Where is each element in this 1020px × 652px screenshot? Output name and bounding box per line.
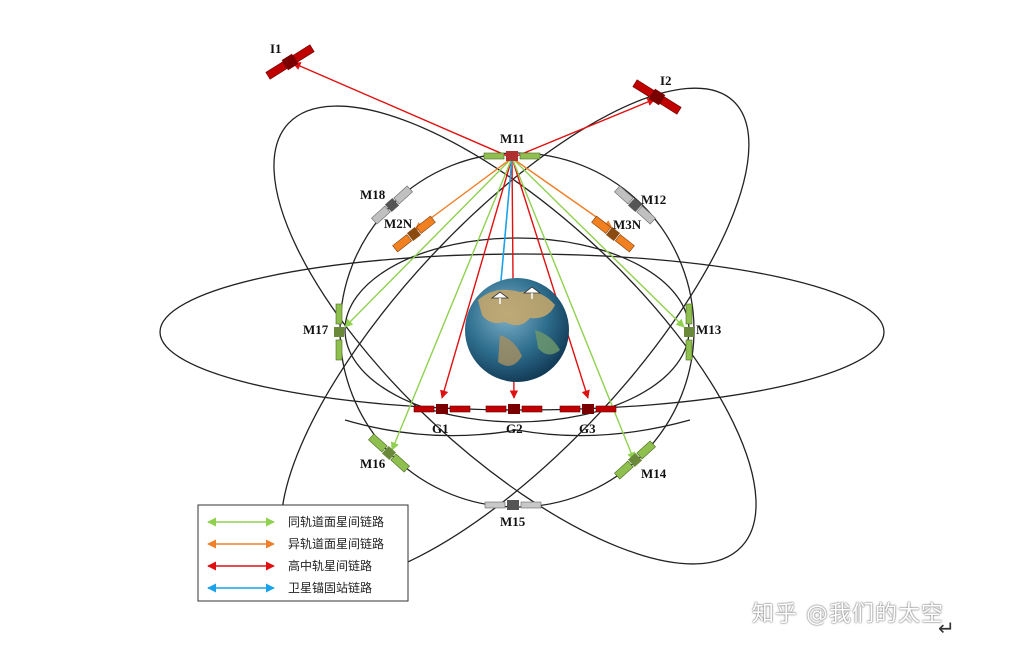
link-m11-g3 [511,157,590,399]
satellite-icon [334,303,344,361]
link-m11-g1 [440,157,513,399]
ground-station-icon [490,291,510,304]
label-g2: G2 [506,421,523,436]
satellite-icon [483,151,541,161]
link-m11-i1 [292,62,513,159]
satellite-icon [265,44,315,80]
links-high-medium [292,62,656,399]
legend: 同轨道面星间链路 异轨道面星间链路 高中轨星间链路 卫星锚固站链路 [197,504,409,602]
legend-item-anchor: 卫星锚固站链路 [288,580,372,595]
satellite-icon [413,404,471,414]
link-m11-m3n [511,157,613,229]
label-m11: M11 [500,131,525,146]
satellite-icon [632,79,682,115]
satellite-icon [559,404,617,414]
label-m17: M17 [303,322,329,337]
return-arrow-icon: ↵ [938,616,955,640]
legend-item-same-plane: 同轨道面星间链路 [288,514,384,529]
link-m11-ground [495,157,513,293]
satellite-icon [614,440,656,480]
label-m12: M12 [641,192,666,207]
satellite-icon [614,185,656,225]
label-m3n: M3N [613,217,642,232]
satellite-icon [485,404,543,414]
label-m18: M18 [360,187,386,202]
label-m14: M14 [641,466,667,481]
link-m11-m16 [390,157,513,451]
orbit-geo-arc [344,419,691,437]
satellite-icon [392,215,436,253]
label-m15: M15 [500,514,526,529]
label-g1: G1 [432,421,449,436]
links-anchor [495,157,513,293]
ground-station-icon [522,286,542,299]
satellite-icon [368,433,410,473]
label-g3: G3 [579,421,596,436]
label-i1: I1 [270,41,282,56]
earth-icon [465,278,569,382]
label-m16: M16 [360,456,386,471]
legend-item-cross-plane: 异轨道面星间链路 [288,536,384,551]
label-m2n: M2N [384,216,413,231]
satellite-icon [371,185,413,225]
satellite-icon [684,303,694,361]
link-m11-i2 [511,98,656,159]
orbit-tilted-left [273,105,757,565]
label-m13: M13 [696,322,722,337]
satellite-icon [484,500,542,510]
satellite-icon [591,215,635,253]
link-m11-m17 [344,157,513,328]
label-i2: I2 [660,73,672,88]
watermark: 知乎 @我们的太空 [752,602,944,627]
link-m11-m13 [511,157,685,328]
legend-item-high-medium: 高中轨星间链路 [288,558,372,573]
